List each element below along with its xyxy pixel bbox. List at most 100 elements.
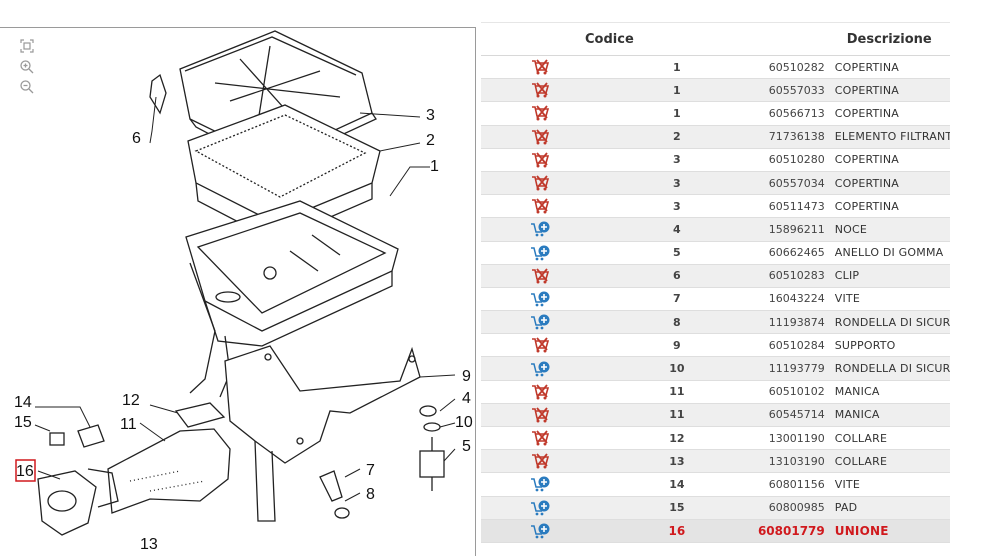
callout-4: 4 bbox=[462, 390, 471, 407]
cart-add-icon[interactable] bbox=[530, 290, 550, 308]
cart-remove-icon[interactable] bbox=[530, 151, 550, 169]
part-8-washer[interactable] bbox=[334, 507, 350, 519]
part-15-pad[interactable] bbox=[49, 432, 65, 446]
row-cart-cell[interactable] bbox=[481, 264, 599, 288]
callout-11: 11 bbox=[120, 416, 137, 433]
callout-15: 15 bbox=[14, 414, 32, 431]
part-10-washer[interactable] bbox=[423, 422, 441, 432]
part-9-bracket[interactable] bbox=[224, 345, 421, 522]
row-description: COPERTINA bbox=[832, 148, 950, 172]
cart-remove-icon[interactable] bbox=[530, 336, 550, 354]
fit-icon[interactable] bbox=[19, 38, 35, 54]
cart-remove-icon[interactable] bbox=[530, 174, 550, 192]
cart-add-icon[interactable] bbox=[530, 475, 550, 493]
part-1-housing[interactable] bbox=[185, 200, 399, 398]
row-callout-number: 6 bbox=[598, 264, 716, 288]
cart-add-icon[interactable] bbox=[530, 313, 550, 331]
row-description: RONDELLA DI SICUREZZA bbox=[832, 356, 950, 381]
row-cart-cell[interactable] bbox=[481, 194, 599, 219]
row-callout-number: 12 bbox=[598, 426, 716, 451]
row-cart-cell[interactable] bbox=[481, 403, 599, 428]
part-7-screw[interactable] bbox=[319, 470, 343, 502]
row-callout-number: 14 bbox=[598, 472, 716, 497]
cart-add-icon[interactable] bbox=[530, 522, 550, 540]
cart-remove-icon[interactable] bbox=[530, 267, 550, 285]
row-cart-cell[interactable] bbox=[481, 101, 599, 126]
row-part-code: 60510280 bbox=[715, 148, 833, 172]
row-cart-cell[interactable] bbox=[481, 356, 599, 381]
row-part-code: 71736138 bbox=[715, 125, 833, 149]
row-cart-cell[interactable] bbox=[481, 125, 599, 149]
row-callout-number: 15 bbox=[598, 496, 716, 520]
row-cart-cell[interactable] bbox=[481, 472, 599, 497]
cart-remove-icon[interactable] bbox=[530, 58, 550, 76]
row-cart-cell[interactable] bbox=[481, 519, 599, 543]
row-cart-cell[interactable] bbox=[481, 496, 599, 520]
cart-remove-icon[interactable] bbox=[530, 429, 550, 447]
row-part-code: 60510282 bbox=[715, 55, 833, 80]
part-5-mount[interactable] bbox=[419, 437, 445, 491]
row-description: PAD bbox=[832, 496, 950, 520]
row-part-code: 15896211 bbox=[715, 217, 833, 242]
row-cart-cell[interactable] bbox=[481, 148, 599, 172]
row-description: UNIONE bbox=[832, 519, 950, 543]
row-cart-cell[interactable] bbox=[481, 449, 599, 474]
cart-remove-icon[interactable] bbox=[530, 128, 550, 146]
row-part-code: 60800985 bbox=[715, 496, 833, 520]
cart-remove-icon[interactable] bbox=[530, 104, 550, 122]
cart-remove-icon[interactable] bbox=[530, 406, 550, 424]
row-cart-cell[interactable] bbox=[481, 241, 599, 265]
cart-remove-icon[interactable] bbox=[530, 383, 550, 401]
row-cart-cell[interactable] bbox=[481, 380, 599, 404]
row-cart-cell[interactable] bbox=[481, 171, 599, 196]
cart-remove-icon[interactable] bbox=[530, 81, 550, 99]
row-description: MANICA bbox=[832, 380, 950, 404]
row-cart-cell[interactable] bbox=[481, 426, 599, 451]
callout-7: 7 bbox=[366, 462, 375, 479]
cart-remove-icon[interactable] bbox=[530, 452, 550, 470]
parts-diagram[interactable]: 3 2 1 6 9 4 10 5 7 8 12 11 14 15 16 13 bbox=[0, 27, 476, 556]
cart-remove-icon[interactable] bbox=[530, 197, 550, 215]
cart-add-icon[interactable] bbox=[530, 360, 550, 378]
part-11-hose[interactable] bbox=[107, 402, 231, 514]
part-14-screw[interactable] bbox=[77, 424, 105, 448]
part-16-union[interactable] bbox=[37, 468, 119, 536]
row-description: CLIP bbox=[832, 264, 950, 288]
row-cart-cell[interactable] bbox=[481, 287, 599, 312]
row-cart-cell[interactable] bbox=[481, 78, 599, 103]
row-cart-cell[interactable] bbox=[481, 310, 599, 335]
zoom-out-icon[interactable] bbox=[19, 79, 35, 95]
row-cart-cell[interactable] bbox=[481, 333, 599, 358]
zoom-in-icon[interactable] bbox=[19, 59, 35, 75]
cart-add-icon[interactable] bbox=[530, 220, 550, 238]
row-part-code: 60557033 bbox=[715, 78, 833, 103]
part-6-clip[interactable] bbox=[149, 73, 167, 115]
row-cart-cell[interactable] bbox=[481, 55, 599, 80]
cart-add-icon[interactable] bbox=[530, 244, 550, 262]
row-cart-cell[interactable] bbox=[481, 217, 599, 242]
cart-add-icon[interactable] bbox=[530, 499, 550, 517]
row-callout-number: 9 bbox=[598, 333, 716, 358]
part-4-nut[interactable] bbox=[419, 405, 437, 417]
